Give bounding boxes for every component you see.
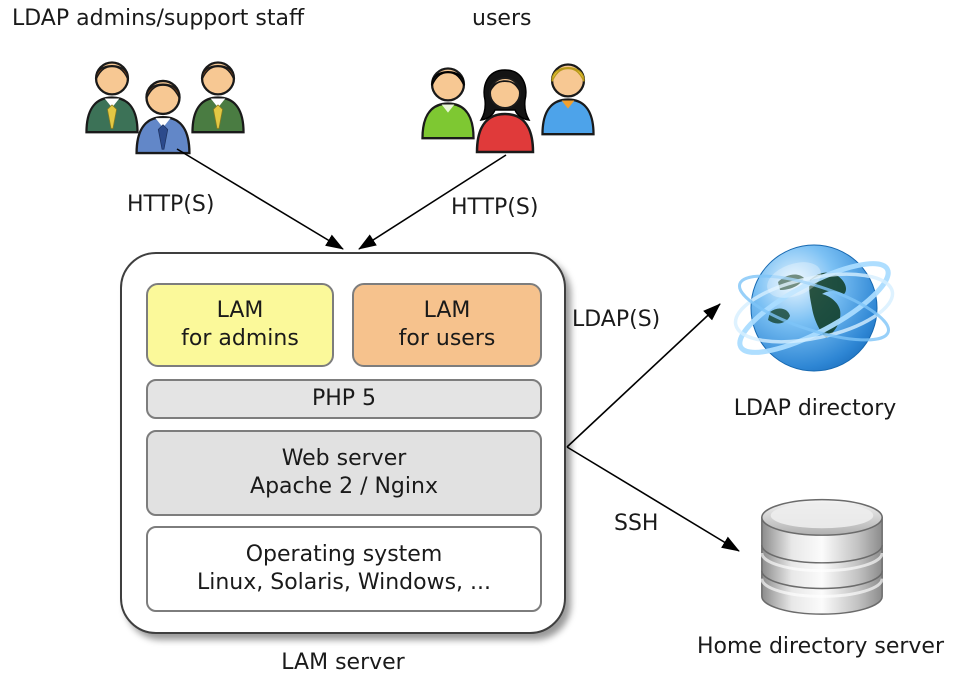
lam-for-users-line1: LAM <box>423 298 471 323</box>
admin-person-icon-2 <box>130 70 196 159</box>
admin-person-icon-3 <box>186 52 250 138</box>
web-server-line1: Web server <box>281 446 407 471</box>
lam-for-admins-box: LAM for admins <box>146 283 334 367</box>
home-directory-database-icon <box>748 476 896 626</box>
lam-for-users-line2: for users <box>398 326 496 351</box>
php-label: PHP 5 <box>311 386 377 411</box>
lam-for-users-box: LAM for users <box>352 283 542 367</box>
user-person-icon-2 <box>470 62 540 158</box>
operating-system-line2: Linux, Solaris, Windows, ... <box>196 570 492 595</box>
admins-group-label: LDAP admins/support staff <box>12 6 305 31</box>
ldap-directory-globe-icon <box>726 224 901 398</box>
ldap-connection-label: LDAP(S) <box>572 307 661 332</box>
lam-server-box: LAM for admins LAM for users PHP 5 Web s… <box>120 252 566 634</box>
lam-server-caption: LAM server <box>281 650 405 675</box>
http-users-label: HTTP(S) <box>451 195 539 220</box>
ldap-directory-label: LDAP directory <box>733 396 897 421</box>
web-server-line2: Apache 2 / Nginx <box>250 474 438 499</box>
home-directory-server-label: Home directory server <box>697 634 945 659</box>
lam-for-admins-line2: for admins <box>181 326 299 351</box>
users-group-label: users <box>472 6 532 31</box>
user-person-icon-3 <box>536 54 600 140</box>
php-box: PHP 5 <box>146 379 542 419</box>
web-server-box: Web server Apache 2 / Nginx <box>146 430 542 516</box>
lam-for-admins-line1: LAM <box>216 298 264 323</box>
admin-person-icon-1 <box>80 52 144 138</box>
ssh-connection-label: SSH <box>614 511 659 536</box>
user-person-icon-1 <box>416 58 480 144</box>
operating-system-box: Operating system Linux, Solaris, Windows… <box>146 526 542 612</box>
http-admins-label: HTTP(S) <box>127 192 215 217</box>
operating-system-line1: Operating system <box>245 542 443 567</box>
